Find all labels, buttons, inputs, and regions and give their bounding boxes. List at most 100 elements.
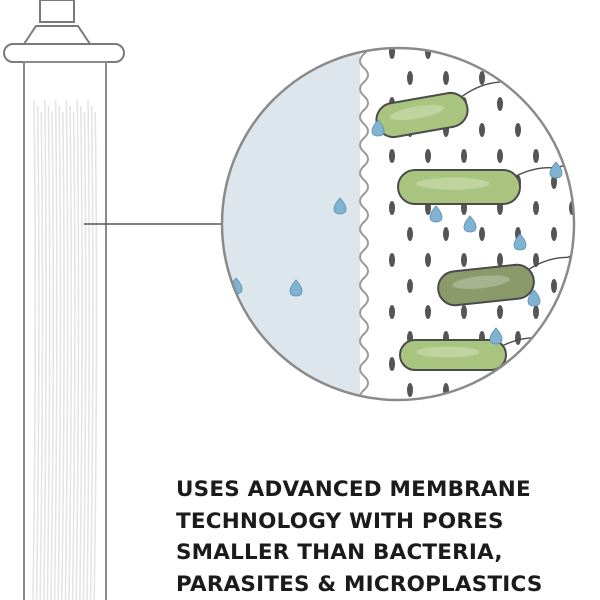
filtered-water-region (222, 48, 360, 400)
pore-mark (443, 227, 449, 241)
pore-mark (551, 383, 557, 397)
pore-mark (551, 175, 557, 189)
caption-line-4: PARASITES & MICROPLASTICS (176, 571, 543, 597)
water-droplet (489, 327, 503, 345)
pore-mark (587, 175, 593, 189)
pore-mark (425, 149, 431, 163)
pore-mark (551, 227, 557, 241)
pore-mark (587, 383, 593, 397)
pore-mark (533, 201, 539, 215)
pore-mark (569, 97, 574, 111)
caption-line-1: USES ADVANCED MEMBRANE (176, 477, 531, 502)
pore-mark (479, 71, 485, 85)
membrane-fiber (53, 99, 58, 600)
pore-mark (515, 123, 521, 137)
membrane-fibers (32, 99, 98, 600)
pore-mark (569, 48, 574, 59)
straw-flange (3, 43, 125, 63)
caption-line-3: SMALLER THAN BACTERIA, (176, 540, 503, 565)
pore-mark (533, 97, 539, 111)
pore-mark (389, 253, 395, 267)
pore-mark (479, 383, 485, 397)
pore-mark (587, 123, 593, 137)
pore-mark (587, 279, 593, 293)
bacterium (399, 323, 573, 371)
water-droplet (549, 161, 563, 179)
pore-mark (569, 149, 574, 163)
pore-mark (515, 383, 521, 397)
pore-mark (551, 123, 557, 137)
pore-mark (389, 201, 395, 215)
pore-mark (407, 227, 413, 241)
pore-mark (515, 331, 521, 345)
bacterium (375, 62, 528, 139)
membrane-fiber (86, 99, 91, 600)
pore-mark (533, 149, 539, 163)
water-droplet (429, 205, 443, 223)
pore-mark (479, 227, 485, 241)
membrane-fiber (57, 105, 62, 600)
magnifier-outline (220, 46, 576, 402)
pore-mark (569, 357, 574, 371)
water-droplet (513, 233, 527, 251)
pore-mark (389, 357, 395, 371)
pore-mark (551, 71, 557, 85)
bacteria-group (375, 62, 574, 371)
straw-body (23, 61, 107, 600)
water-droplet (371, 119, 385, 137)
membrane-fiber (79, 105, 83, 600)
pore-mark (587, 331, 593, 345)
pore-mark (443, 71, 449, 85)
pore-mark (407, 71, 413, 85)
membrane-wall (359, 48, 369, 400)
water-droplets (229, 119, 563, 345)
filter-straw (3, 0, 125, 600)
pore-mark (407, 279, 413, 293)
pore-mark (461, 149, 467, 163)
pore-mark (533, 357, 539, 371)
pore-mark (497, 48, 503, 59)
pore-mark (533, 305, 539, 319)
bacterium (397, 153, 574, 205)
membrane-fiber (68, 105, 73, 600)
pore-mark (497, 97, 503, 111)
membrane-fiber (82, 111, 87, 600)
pore-mark (425, 305, 431, 319)
pore-mark (389, 305, 395, 319)
pore-mark (587, 71, 593, 85)
membrane-fiber (64, 99, 69, 600)
pore-mark (389, 149, 395, 163)
membrane-fiber (35, 105, 40, 600)
water-droplet (463, 215, 477, 233)
membrane-fiber (75, 99, 80, 600)
membrane-fiber (43, 99, 47, 600)
pore-mark (569, 305, 574, 319)
bacterium (437, 239, 574, 307)
pore-mark (497, 149, 503, 163)
membrane-fiber (93, 111, 98, 600)
pore-mark (461, 253, 467, 267)
pore-mark (407, 383, 413, 397)
pore-mark (425, 253, 431, 267)
pore-mark (551, 331, 557, 345)
pore-mark (533, 48, 539, 59)
water-droplet (527, 289, 541, 307)
pore-mark (479, 123, 485, 137)
membrane-fiber (39, 111, 44, 600)
pore-mark (461, 305, 467, 319)
pore-mark (497, 305, 503, 319)
membrane-fiber (32, 99, 37, 600)
pore-mark (533, 253, 539, 267)
pore-mark (515, 71, 521, 85)
pore-mark (497, 253, 503, 267)
membrane-fiber (89, 105, 94, 600)
caption-text: USES ADVANCED MEMBRANE TECHNOLOGY WITH P… (176, 474, 596, 600)
membrane-fiber (71, 111, 76, 600)
membrane-fiber (61, 111, 65, 600)
membrane-fiber (46, 105, 51, 600)
water-droplet (333, 197, 347, 215)
pore-mark (461, 48, 467, 59)
water-droplet (289, 279, 303, 297)
caption-line-2: TECHNOLOGY WITH PORES (176, 508, 504, 534)
